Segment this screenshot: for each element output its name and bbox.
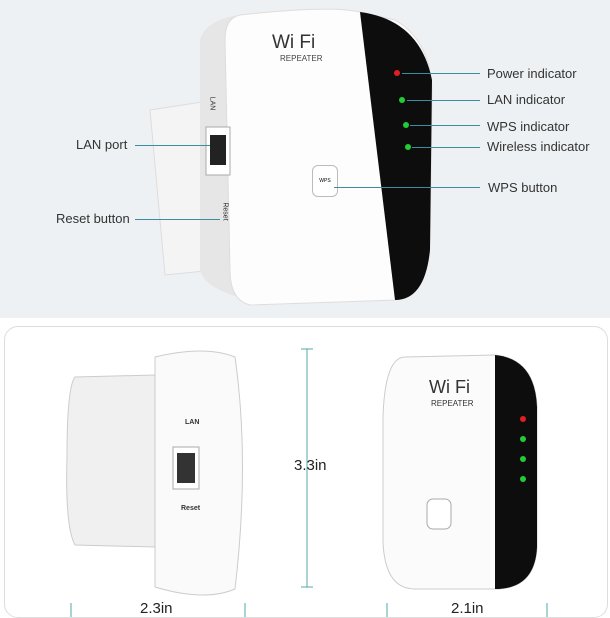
repeater-angled-illustration <box>149 8 433 306</box>
lan-leader <box>407 100 480 101</box>
wifi-logo: Wi Fi <box>272 32 316 53</box>
wps-led-icon <box>403 122 409 128</box>
wps-indicator-callout: WPS indicator <box>487 119 570 134</box>
lan-indicator-callout: LAN indicator <box>487 92 566 107</box>
power-leader <box>402 73 480 74</box>
front-repeater-label: REPEATER <box>431 399 474 408</box>
lan-led-icon <box>399 97 405 103</box>
lan-port-leader <box>135 145 210 146</box>
side-width-dimension: 2.3in <box>140 600 173 617</box>
dimensions-panel: LAN Reset 3.3in Wi Fi REPEATER 2.3in 2.1… <box>4 326 608 618</box>
power-indicator-callout: Power indicator <box>487 66 577 81</box>
height-dimension: 3.3in <box>294 457 327 474</box>
port-label: LAN <box>208 96 216 111</box>
dimension-illustrations <box>66 348 548 617</box>
side-reset-label: Reset <box>181 505 201 512</box>
front-wifi-logo: Wi Fi <box>429 377 470 397</box>
reset-button-callout: Reset button <box>56 211 130 226</box>
wps-button-illustration: WPS <box>312 165 338 197</box>
lan-port-callout: LAN port <box>76 137 128 152</box>
wireless-leader <box>412 147 480 148</box>
side-port-label: LAN <box>185 419 200 426</box>
wps-button-leader <box>334 187 480 188</box>
repeater-label: REPEATER <box>280 54 323 63</box>
power-led-icon <box>394 70 400 76</box>
product-callout-panel: Wi Fi REPEATER LAN Reset WPS LAN port Re… <box>0 0 610 318</box>
wireless-indicator-callout: Wireless indicator <box>487 139 590 154</box>
reset-leader <box>135 219 220 220</box>
wps-button-callout: WPS button <box>488 180 558 195</box>
front-width-dimension: 2.1in <box>451 600 484 617</box>
reset-label: Reset <box>221 202 229 221</box>
wireless-led-icon <box>405 144 411 150</box>
wps-button-text: WPS <box>319 178 331 184</box>
wps-leader <box>410 125 480 126</box>
